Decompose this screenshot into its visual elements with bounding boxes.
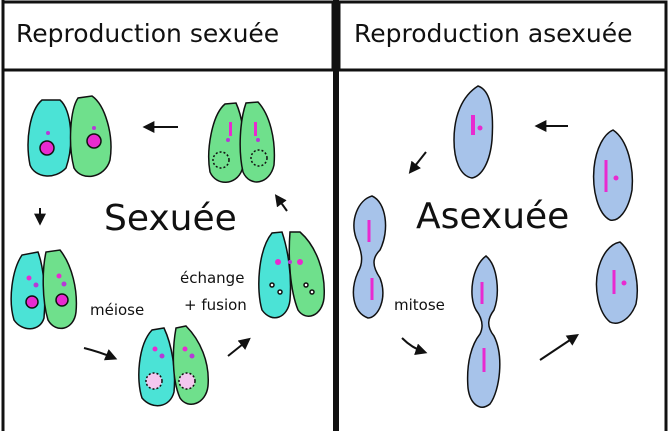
- cell-pair-top-left: [27, 95, 112, 178]
- cell-pair-top-right: [208, 101, 276, 183]
- mitosis-label: mitose: [394, 296, 445, 314]
- sexual-center-label: Sexuée: [104, 198, 237, 239]
- cell-right-top: [592, 129, 634, 221]
- asexual-cycle-arrows: [401, 120, 579, 361]
- cell-pair-mid-right: [258, 231, 325, 319]
- asexual-center-label: Asexuée: [416, 196, 569, 237]
- sexual-cycle-arrows: [34, 121, 288, 361]
- header-asexual: Reproduction asexuée: [354, 19, 633, 48]
- header-sexual: Reproduction sexuée: [16, 19, 279, 48]
- cell-bottom-dividing: [466, 255, 501, 408]
- cell-pair-bottom: [138, 325, 209, 407]
- exchange-label-line1: échange: [180, 269, 244, 287]
- meiosis-label: méiose: [90, 301, 144, 319]
- cell-right-bottom: [595, 241, 638, 324]
- exchange-label-line2: + fusion: [184, 296, 247, 314]
- cell-top-center: [453, 85, 494, 179]
- cell-left-dividing: [352, 195, 387, 319]
- cell-pair-mid-left: [10, 249, 78, 330]
